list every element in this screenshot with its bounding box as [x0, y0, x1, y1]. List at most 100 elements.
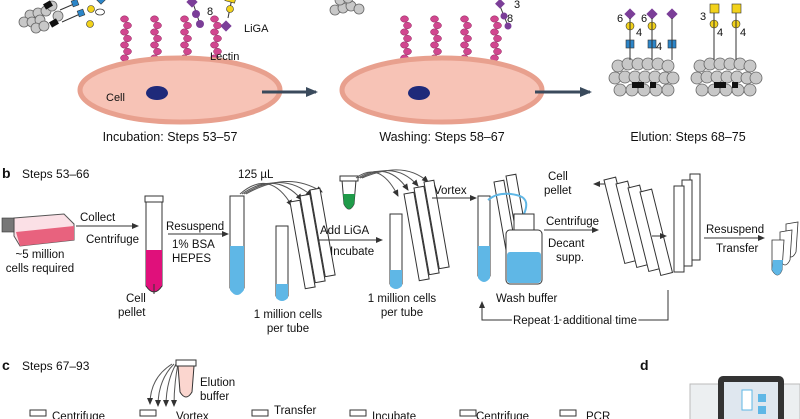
lectin-bead	[180, 41, 189, 49]
lectin-bead	[120, 41, 129, 49]
lectin-bead	[493, 35, 502, 42]
tube-resuspended	[229, 195, 245, 295]
lectin-bead	[490, 15, 499, 23]
lectin-bead	[403, 22, 412, 29]
lectin-bead	[430, 41, 439, 49]
glycan-number-2: 3	[514, 0, 520, 11]
liga-label: LiGA	[244, 23, 269, 35]
culture-flask	[1, 213, 75, 247]
panel-c: c Steps 67–93 Elution buffer Centrifuge …	[2, 357, 610, 419]
liga-tube	[339, 175, 359, 210]
lectin-bead	[183, 35, 192, 42]
sequencer-device	[689, 376, 800, 419]
lectins-cell-2	[400, 15, 502, 62]
lectin-bead	[153, 35, 162, 42]
bsa-line1: 1% BSA	[172, 239, 215, 251]
panel-b: b Steps 53–66 ~5 million cells required …	[1, 165, 799, 335]
elution-arrows	[147, 363, 179, 407]
panel-c-pcr: PCR	[586, 411, 610, 419]
lectin-bead	[400, 15, 409, 23]
lectin	[490, 15, 502, 62]
lectin-bead	[403, 48, 412, 55]
cells-required-line2: cells required	[6, 263, 74, 275]
glycan-number-3b: 3	[700, 11, 706, 23]
lectin-bead	[493, 22, 502, 29]
lectin-bead	[123, 22, 132, 29]
elution-caption: Elution: Steps 68–75	[630, 130, 745, 144]
lectin-bead	[460, 28, 469, 36]
cell-2	[339, 55, 545, 125]
per-tube-2-line2: per tube	[381, 307, 423, 319]
phage-number-1: 4	[636, 27, 642, 39]
lectin-bead	[180, 15, 189, 23]
lectin-bead	[210, 41, 219, 49]
phage-bundle-left	[18, 0, 106, 34]
lectin-bead	[493, 48, 502, 55]
eluted-phage-left: 6 4 6 4	[608, 8, 680, 97]
lectin-bead	[150, 15, 159, 23]
bsa-line2: HEPES	[172, 253, 211, 265]
lectin-bead	[213, 48, 222, 55]
resuspend-2-label: Resuspend	[706, 224, 764, 236]
glycan-number-1: 8	[207, 6, 213, 18]
incubation-caption: Incubation: Steps 53–57	[103, 130, 238, 144]
panel-c-letter: c	[2, 357, 10, 373]
glycan-number-3: 8	[507, 13, 513, 25]
per-tube-2-line1: 1 million cells	[368, 293, 437, 305]
lectin-bead	[460, 15, 469, 23]
glycan-chain-2: LiGA	[220, 0, 269, 35]
phage-bundle-washing: 3 8	[329, 0, 520, 30]
centrifuge-label: Centrifuge	[86, 234, 139, 246]
collect-label: Collect	[80, 212, 116, 224]
lectin-bead	[213, 35, 222, 42]
aliquot-arrows-2	[355, 169, 429, 197]
tube-pellet	[144, 195, 164, 293]
incubate-label: Incubate	[330, 246, 374, 258]
panel-d: d	[640, 357, 800, 419]
lectin-bead	[153, 22, 162, 29]
elution-buffer-line2: buffer	[200, 391, 229, 403]
nucleus-1	[146, 86, 168, 100]
cell-1: Cell	[77, 55, 283, 125]
lectin-bead	[490, 41, 499, 49]
repeat-label: Repeat 1 additional time	[513, 315, 637, 327]
wash-bottle	[487, 192, 543, 285]
tube-stack-1	[275, 187, 336, 301]
volume-label: 125 µL	[238, 169, 274, 181]
lectin-bead	[183, 22, 192, 29]
cell-label: Cell	[106, 92, 125, 104]
empty-tubes	[673, 173, 701, 273]
phage-number-4: 4	[740, 27, 746, 39]
lectin	[400, 15, 412, 62]
panel-c-incubate: Incubate	[372, 411, 416, 419]
lectin-bead	[120, 28, 129, 36]
panel-b-letter: b	[2, 165, 11, 181]
per-tube-1-line2: per tube	[267, 323, 309, 335]
panel-d-letter: d	[640, 357, 649, 373]
panel-c-transfer: Transfer	[274, 405, 317, 417]
repeat-loop-arrow	[479, 290, 669, 321]
panel-c-centrifuge-2: Centrifuge	[476, 411, 529, 419]
lectin-bead	[400, 41, 409, 49]
phage-number-3: 4	[717, 27, 723, 39]
lectin-bead	[433, 35, 442, 42]
elution-buffer-line1: Elution	[200, 377, 235, 389]
add-liga-label: Add LiGA	[320, 225, 370, 237]
panel-c-vortex: Vortex	[176, 411, 209, 419]
phage-number-2: 4	[656, 41, 662, 53]
lectin-bead	[213, 22, 222, 29]
lectin-bead	[433, 48, 442, 55]
elution-buffer-tube	[175, 359, 197, 398]
lectin-bead	[463, 35, 472, 42]
lectin	[180, 15, 192, 62]
lectin	[430, 15, 442, 62]
cell-pellet-2-line1: Cell	[548, 171, 568, 183]
lectins-cell-1	[120, 15, 222, 62]
washing-caption: Washing: Steps 58–67	[379, 130, 504, 144]
glycan-number-6a: 6	[617, 13, 623, 25]
lectin-bead	[183, 48, 192, 55]
centrifuge-2-label: Centrifuge	[546, 216, 599, 228]
aliquot-arrows-1	[239, 181, 323, 207]
panel-c-tube-tops	[29, 409, 577, 417]
